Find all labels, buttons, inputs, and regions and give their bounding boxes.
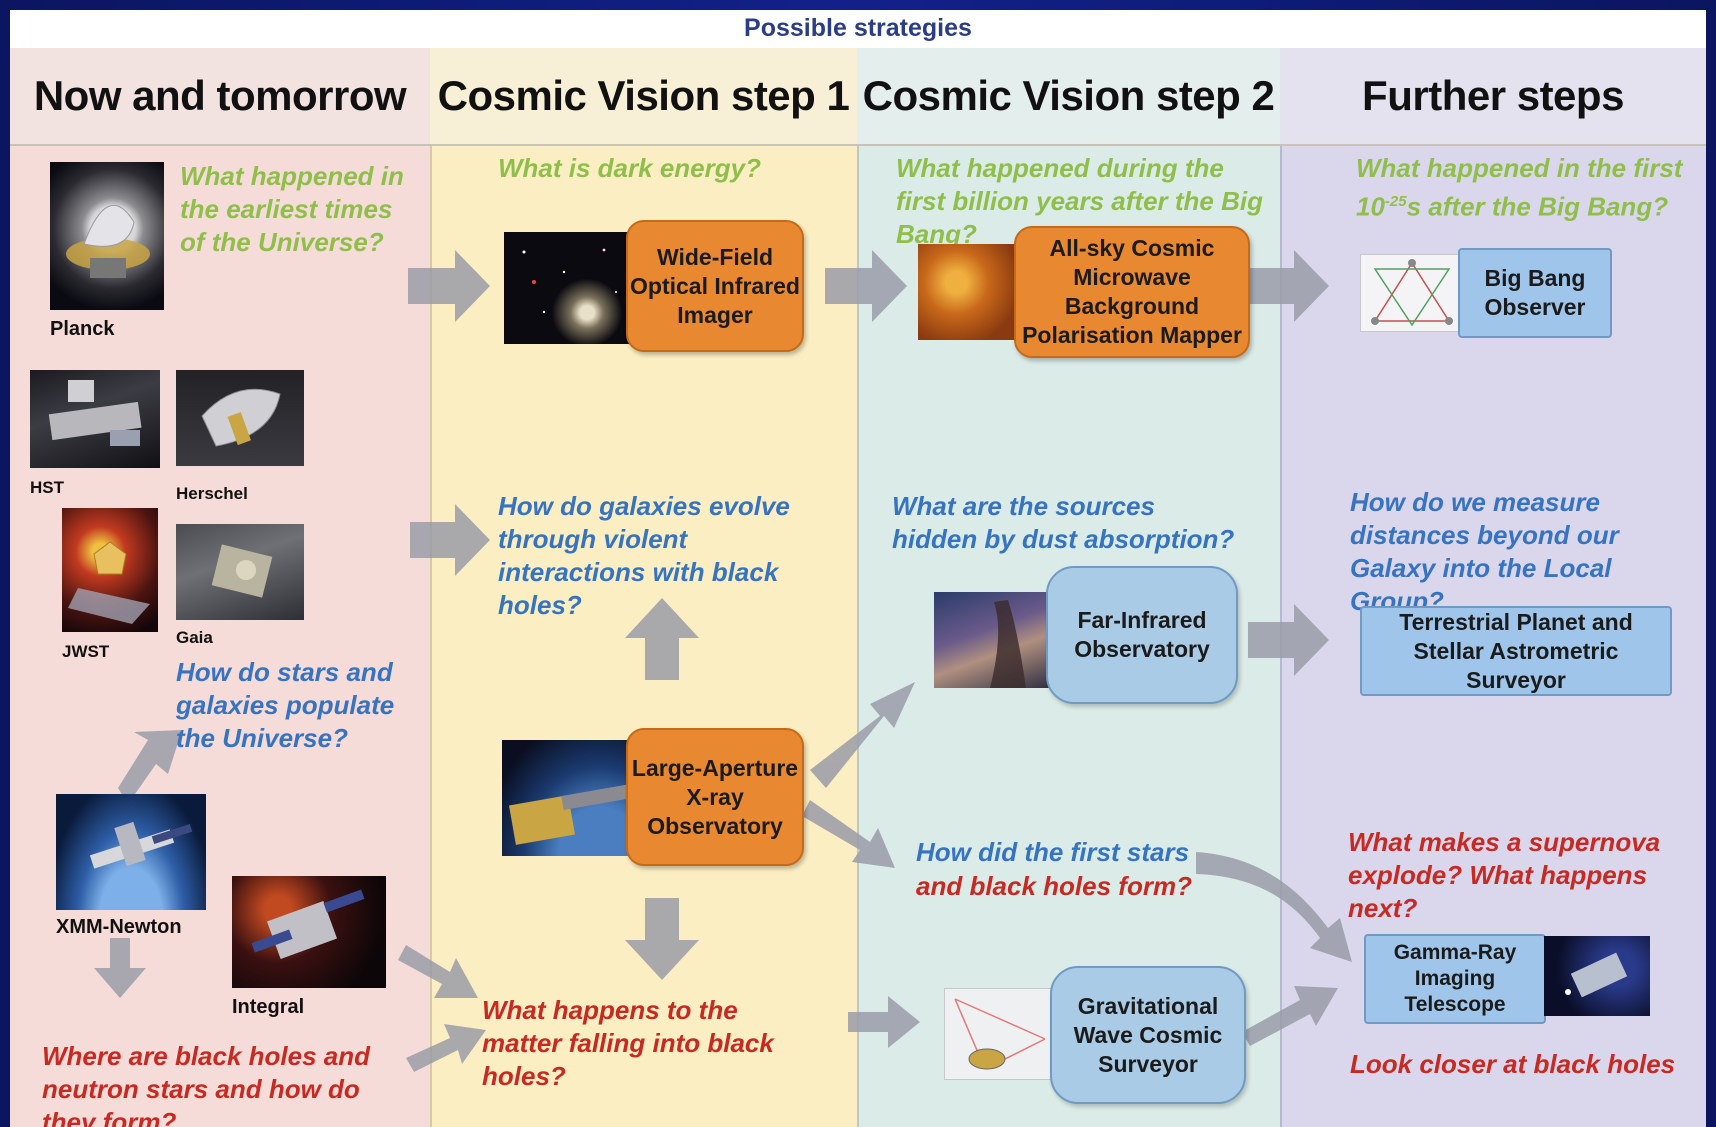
- arrow-farir-to-terrestrial: [1248, 604, 1329, 676]
- arrow-planck-to-widefield: [408, 250, 490, 322]
- question-matter-falling: What happens to the matter falling into …: [482, 995, 774, 1091]
- arrow-xray-to-firststars: [802, 800, 895, 868]
- large-aperture-xray-box: Large-Aperture X-ray Observatory: [626, 728, 804, 866]
- question-earliest-times: What happened in the earliest times of t…: [180, 161, 404, 257]
- cmb-mapper-box: All-sky Cosmic Microwave Background Pola…: [1014, 226, 1250, 358]
- xray-observatory-image: [502, 740, 642, 856]
- hst-image: [30, 370, 160, 468]
- arrow-widefield-to-cmb: [825, 250, 907, 322]
- gaia-image: [176, 524, 304, 620]
- wide-field-imager-box: Wide-Field Optical Infrared Imager: [626, 220, 804, 352]
- gamma-ray-telescope-box: Gamma-Ray Imaging Telescope: [1364, 934, 1546, 1024]
- column-heading-step1: Cosmic Vision step 1: [430, 48, 857, 146]
- column-heading-further: Further steps: [1280, 48, 1706, 146]
- question-measure-distances: How do we measure distances beyond our G…: [1350, 487, 1619, 616]
- herschel-image: [176, 370, 304, 466]
- flow-arrows: [94, 250, 1352, 1072]
- question-look-closer: Look closer at black holes: [1350, 1049, 1676, 1079]
- arrow-xray-to-farir: [810, 682, 915, 788]
- question-first-billion: What happened during the first billion y…: [896, 153, 1263, 249]
- column-heading-step2: Cosmic Vision step 2: [857, 48, 1280, 146]
- arrow-xmm-up: [118, 730, 182, 804]
- arrow-blackholes-to-matter: [406, 1024, 486, 1072]
- question-stars-galaxies: How do stars and galaxies populate the U…: [176, 657, 395, 753]
- jwst-label: JWST: [62, 642, 110, 661]
- big-bang-observer-image: [1360, 254, 1464, 332]
- integral-image: [232, 876, 386, 988]
- column-heading-now: Now and tomorrow: [10, 48, 430, 146]
- herschel-label: Herschel: [176, 484, 248, 503]
- question-first-1025-text: What happened in the first 10: [1356, 153, 1683, 222]
- arrow-now-to-galaxies: [410, 504, 490, 576]
- arrow-matter-to-grav: [848, 996, 920, 1048]
- question-galaxies-evolve: How do galaxies evolve through violent i…: [498, 491, 790, 620]
- lisa-image: [944, 988, 1058, 1080]
- gamma-ray-telescope-image: [1544, 936, 1650, 1016]
- arrow-integral-to-matter: [398, 945, 478, 998]
- big-bang-observer-box: Big Bang Observer: [1458, 248, 1612, 338]
- galaxy-image: [504, 232, 638, 344]
- header-title: Possible strategies: [10, 10, 1706, 48]
- planck-label: Planck: [50, 318, 115, 340]
- arrow-xray-down: [625, 898, 699, 980]
- question-sources-hidden: What are the sources hidden by dust abso…: [892, 491, 1235, 554]
- eagle-nebula-image: [934, 592, 1058, 688]
- strategy-slide: Possible strategies Now and tomorrow Cos…: [10, 10, 1706, 1127]
- xmm-newton-label: XMM-Newton: [56, 916, 182, 938]
- terrestrial-surveyor-box: Terrestrial Planet and Stellar Astrometr…: [1360, 606, 1672, 696]
- xmm-newton-image: [56, 794, 206, 910]
- question-first-stars-line2: and black holes form?: [916, 871, 1192, 901]
- far-infrared-observatory-box: Far-Infrared Observatory: [1046, 566, 1238, 704]
- gaia-label: Gaia: [176, 628, 213, 647]
- arrow-xmm-down: [94, 938, 146, 998]
- question-dark-energy: What is dark energy?: [498, 153, 761, 183]
- arrow-firststars-to-gamma: [1196, 852, 1352, 962]
- arrow-grav-to-gamma: [1242, 986, 1338, 1046]
- jwst-image: [62, 508, 158, 632]
- question-first-1025-tail: s after the Big Bang?: [1406, 191, 1669, 222]
- question-black-holes-neutron: Where are black holes and neutron stars …: [42, 1041, 371, 1127]
- arrow-cmb-to-bigbang: [1247, 250, 1329, 322]
- planck-image: [50, 162, 164, 310]
- question-first-stars-line1: How did the first stars: [916, 837, 1190, 867]
- arrow-xray-up: [625, 598, 699, 680]
- integral-label: Integral: [232, 996, 305, 1018]
- question-first-1025-exponent: -25: [1384, 193, 1407, 210]
- hst-label: HST: [30, 478, 64, 497]
- question-first-1025: What happened in the first 10-25s after …: [1356, 152, 1696, 224]
- gravitational-wave-box: Gravitational Wave Cosmic Surveyor: [1050, 966, 1246, 1104]
- question-supernova: What makes a supernova explode? What hap…: [1348, 827, 1661, 923]
